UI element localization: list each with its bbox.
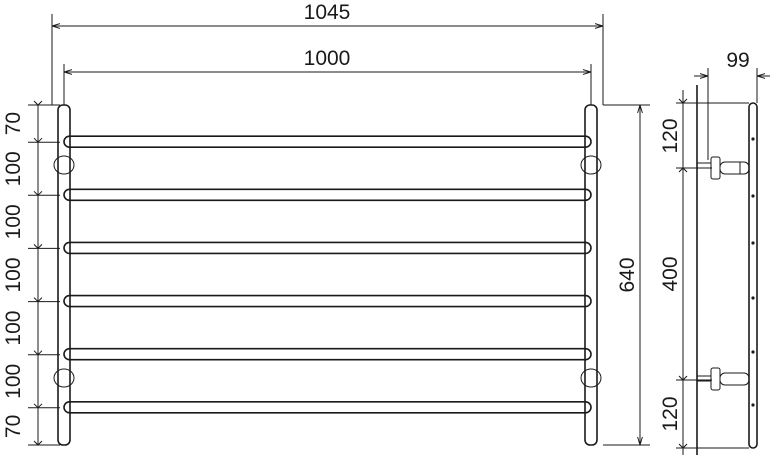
dim-bar-length: 1000	[63, 47, 592, 105]
bar-length-label: 1000	[304, 47, 351, 70]
dim-overall-width: 1045	[51, 1, 604, 105]
rail	[63, 241, 592, 255]
spacing-arrow	[33, 100, 43, 106]
bracket-mounts-front	[53, 155, 602, 388]
side-view: 99 120 400 120	[659, 49, 770, 455]
spacing-arrow	[33, 244, 43, 250]
spacing-arrow	[33, 297, 43, 303]
left-spacing-ticks	[28, 100, 60, 446]
rail	[63, 400, 592, 414]
overall-width-label: 1045	[304, 1, 351, 24]
depth-label: 99	[726, 49, 749, 72]
bracket-offset-top-label: 120	[659, 118, 682, 153]
side-bracket-bottom	[696, 367, 750, 391]
rail	[63, 347, 592, 361]
spacing-arrow	[33, 137, 43, 143]
dim-overall-height: 640	[603, 104, 650, 446]
rails	[63, 135, 592, 414]
rail	[63, 188, 592, 202]
bracket-spacing-label: 400	[659, 256, 682, 291]
rail	[63, 135, 592, 148]
front-view	[53, 104, 602, 446]
side-post	[748, 102, 758, 449]
side-bracket-top	[696, 156, 750, 180]
spacing-arrow	[33, 350, 43, 356]
spacing-arrow	[33, 440, 43, 446]
side-rail-dots	[751, 137, 755, 407]
dim-depth: 99	[694, 49, 770, 160]
left-spacing-labels: 70 100 100 100 100 100 70	[2, 112, 25, 438]
spacing-label: 100	[2, 257, 25, 292]
spacing-label: 100	[2, 204, 25, 239]
overall-height-label: 640	[616, 257, 639, 292]
dim-left-spacings: 70 100 100 100 100 100 70	[2, 100, 60, 446]
rail	[63, 294, 592, 308]
spacing-label: 100	[2, 364, 25, 399]
spacing-label: 100	[2, 151, 25, 186]
spacing-label: 70	[2, 415, 25, 438]
dim-bracket-chain: 120 400 120	[659, 90, 749, 455]
spacing-arrow	[33, 190, 43, 197]
spacing-label: 100	[2, 311, 25, 346]
spacing-label: 70	[2, 112, 25, 135]
bracket-offset-bottom-label: 120	[659, 396, 682, 431]
spacing-arrow	[33, 403, 43, 409]
